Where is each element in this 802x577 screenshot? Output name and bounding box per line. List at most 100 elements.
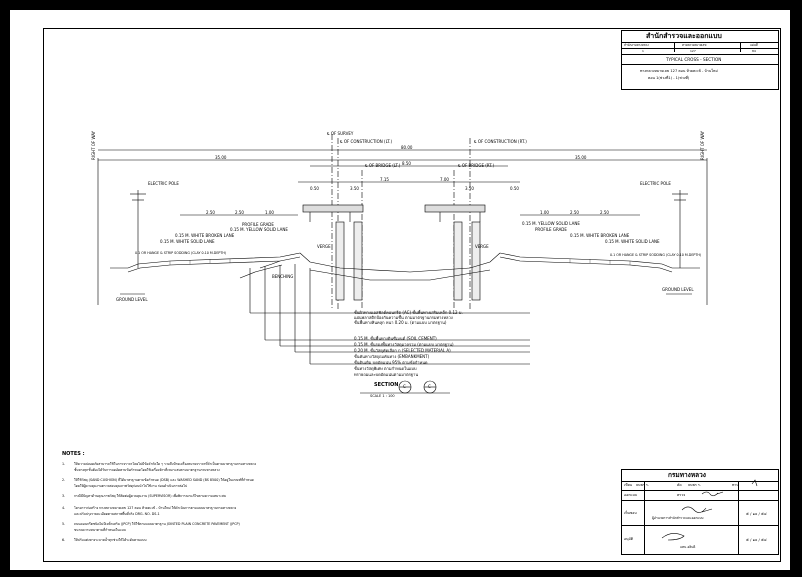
title-block-bottom: กรมทางหลวง เขียน ธนพร ร. คัด ธนพร ร. ทาน…: [621, 469, 779, 555]
solid-white-left: 0.15 M. WHITE SOLID LANE: [160, 239, 215, 244]
section-title: SECTION: [374, 382, 399, 388]
note-2-line2: โดยให้ผู้ควบคุมงานตรวจสอบคุณภาพวัสดุก่อน…: [74, 484, 188, 488]
dim-total: 80.00: [401, 145, 413, 150]
drawn-by-label: เขียน: [624, 483, 633, 487]
legend-line-8: ชั้นดินเดิม บดอัดแน่น 95% ตามข้อกำหนด: [354, 360, 428, 365]
legend-line-5: 0.15 M. ชั้นรองพื้นทางวัสดุมวลรวม (ตามแบ…: [354, 342, 454, 347]
row-left-label: RIGHT OF WAY: [91, 130, 96, 160]
note-4-line1: โครงการก่อสร้าง ทางหลวงหมายเลข 127 ตอน ห…: [74, 506, 237, 510]
dept-name: สำนักสำรวจและออกแบบ: [646, 32, 722, 40]
wings-left: 0.1 OR HANGE & STRIP SODDING (CLAY 0.10 …: [135, 251, 227, 255]
note-2-num: 2.: [62, 478, 66, 482]
legend-line-2: แผ่นพลาสติกป้องกันความชื้น ตามมาตรฐานกรม…: [354, 315, 453, 320]
authorized-sub: แทน อธิบดี: [680, 545, 696, 549]
note-6-line1: ให้ปรับแต่งทางระบายน้ำทุกช่วงให้ได้ระดับ…: [74, 538, 147, 542]
cl-bridge-lt-label: ℄ OF BRIDGE (LT.): [365, 163, 401, 168]
row-right-label: RIGHT OF WAY: [700, 130, 705, 160]
dim-250-a: 2.50: [206, 210, 215, 215]
cross-section-drawing: [97, 134, 708, 394]
dim-050-l: 0.50: [310, 186, 319, 191]
drawn-by-value: ธนพร ร.: [636, 483, 649, 487]
title-block-top: สำนักสำรวจและออกแบบ สำนักงานทางหลวง ทางห…: [621, 30, 779, 90]
note-5-line2: ขนาดความหนาตามที่กำหนดในแบบ: [74, 528, 126, 532]
solid-white-right: 0.15 M. WHITE SOLID LANE: [605, 239, 660, 244]
note-1-line1: ให้ความปลอดภัยสามารถใช้ในการจราจรโดยไม่ม…: [74, 462, 257, 466]
project-line: ทางหลวงหมายเลข 127 ตอน ห้วยตะเข้ - บ้านใ…: [640, 69, 718, 73]
profile-grade-left: PROFILE GRADE: [242, 222, 274, 227]
dim-350-r: 3.50: [465, 186, 474, 191]
drawing-title: TYPICAL CROSS - SECTION: [666, 57, 722, 62]
head-route: ทางหลวงหมายเลข: [682, 43, 707, 47]
drawing-frame: [43, 28, 781, 562]
cl-survey-label: ℄ OF SURVEY: [327, 131, 354, 136]
legend-line-10: ทรายถมและบดอัดแน่นตามมาตรฐาน: [354, 372, 419, 377]
cl-construction-lt-label: ℄ OF CONSTRUCTION (LT.): [340, 139, 393, 144]
approved-label: เห็นชอบ: [624, 511, 637, 515]
dim-100-l: 1.00: [265, 210, 274, 215]
solid-yellow-right: 0.15 M. YELLOW SOLID LANE: [522, 221, 580, 226]
note-4-line2: และปรับปรุงรายละเอียดตามสภาพพื้นที่จริง …: [74, 512, 160, 516]
profile-grade-right: PROFILE GRADE: [535, 227, 567, 232]
dim-350-l: 3.50: [350, 186, 359, 191]
wings-right: 0.1 OR HANGE & STRIP SODDING (CLAY 0.10 …: [610, 253, 702, 257]
approved-sub: ผู้อำนวยการสำนักสำรวจและออกแบบ: [652, 516, 704, 520]
drawing-sheet: ℄ OF SURVEY ℄ OF CONSTRUCTION (LT.) ℄ OF…: [10, 10, 790, 570]
head-office: สำนักงานทางหลวง: [624, 43, 649, 47]
km-line: ตอน 1(ช่วงที่1) - 1(ช่วงที่): [648, 76, 690, 80]
legend-line-7: ชั้นคันทางวัสดุถมคันทาง (EMBANKMENT): [354, 354, 430, 359]
val-sheet: 84: [752, 49, 756, 53]
verge-right: VERGE: [475, 244, 489, 249]
legend-line-3: ชั้นพื้นทางหินคลุก หนา 0.20 ม. (ตามแบบ ม…: [354, 320, 447, 325]
authorized-label: อนุมัติ: [624, 537, 634, 541]
dim-715: 7.15: [380, 177, 389, 182]
traced-by-label: คัด: [677, 483, 682, 487]
note-6-num: 6.: [62, 538, 66, 542]
note-1-num: 1.: [62, 462, 66, 466]
dim-700: 7.00: [440, 177, 449, 182]
dim-250-b: 2.50: [235, 210, 244, 215]
note-2-line1: ให้ใช้วัสดุ (SAND CUSHION) ที่ได้มาตรฐาน…: [74, 478, 254, 482]
section-c1: C: [403, 384, 406, 389]
verge-left: VERGE: [317, 244, 331, 249]
broken-lane-right: 0.15 M. WHITE BROKEN LANE: [570, 233, 630, 238]
dim-half-left: 35.00: [215, 155, 227, 160]
electric-pole-left: ELECTRIC POLE: [148, 181, 179, 186]
dim-100-r: 1.00: [540, 210, 549, 215]
legend-line-9: ชั้นทางวัสดุพิเศษ ตามกำหนดในแบบ: [354, 366, 417, 371]
dim-050-r: 0.50: [510, 186, 519, 191]
section-scale: SCALE 1 : 100: [370, 394, 395, 398]
signatures: [661, 479, 758, 541]
note-5-line1: ถนนคอนกรีตชนิดไม่มีเหล็กเสริม (JPCP) ให้…: [74, 522, 240, 526]
electric-pole-right: ELECTRIC POLE: [640, 181, 671, 186]
cl-bridge-rt-label: ℄ OF BRIDGE (RT.): [458, 163, 495, 168]
checked-by-label: ทาน: [732, 483, 739, 487]
note-5-num: 5.: [62, 522, 66, 526]
val-route: 127: [690, 49, 696, 53]
val-office: 1: [642, 49, 644, 53]
traced-by-value: ธนพร ร.: [688, 483, 701, 487]
authorized-date: ๕ / ๑๐ / ๕๔: [746, 537, 767, 542]
note-4-num: 4.: [62, 506, 66, 510]
solid-yellow-left: 0.15 M. YELLOW SOLID LANE: [230, 227, 288, 232]
agency-name: กรมทางหลวง: [668, 471, 706, 479]
dim-250-c: 2.50: [570, 210, 579, 215]
benching-label: BENCHING: [272, 274, 294, 279]
notes-heading: NOTES :: [62, 451, 85, 457]
dim-median: 8.50: [402, 161, 411, 166]
note-3-line1: กรณีมีปัญหาด้านคุณภาพวัสดุ ให้ติดต่อผู้ค…: [74, 494, 227, 498]
legend-line-1: ชั้นผิวทางแอสฟัลต์คอนกรีต (AC) ชั้นพื้นท…: [354, 310, 463, 315]
legend-line-4: 0.15 M. ชั้นพื้นทางดินซีเมนต์ (SOIL CEME…: [354, 336, 437, 341]
broken-lane-left: 0.15 M. WHITE BROKEN LANE: [175, 233, 235, 238]
ground-level-right: GROUND LEVEL: [662, 287, 694, 292]
dim-half-right: 35.00: [575, 155, 587, 160]
verified-by-label: ตรวจ: [677, 493, 686, 497]
approved-date: ๕ / ๑๐ / ๕๔: [746, 511, 767, 516]
cl-construction-rt-label: ℄ OF CONSTRUCTION (RT.): [474, 139, 527, 144]
note-3-num: 3.: [62, 494, 66, 498]
ground-level-left: GROUND LEVEL: [116, 297, 148, 302]
designed-by-label: ออกแบบ: [624, 493, 638, 497]
section-c2: C: [428, 384, 431, 389]
dim-250-d: 2.50: [600, 210, 609, 215]
legend-line-6: 0.20 M. ชั้นวัสดุคัดเลือก ก (SELECTED MA…: [354, 348, 451, 353]
note-1-line2: ชั้นทางทุกชั้นต้องได้รับการบดอัดตามข้อกำ…: [74, 468, 220, 472]
